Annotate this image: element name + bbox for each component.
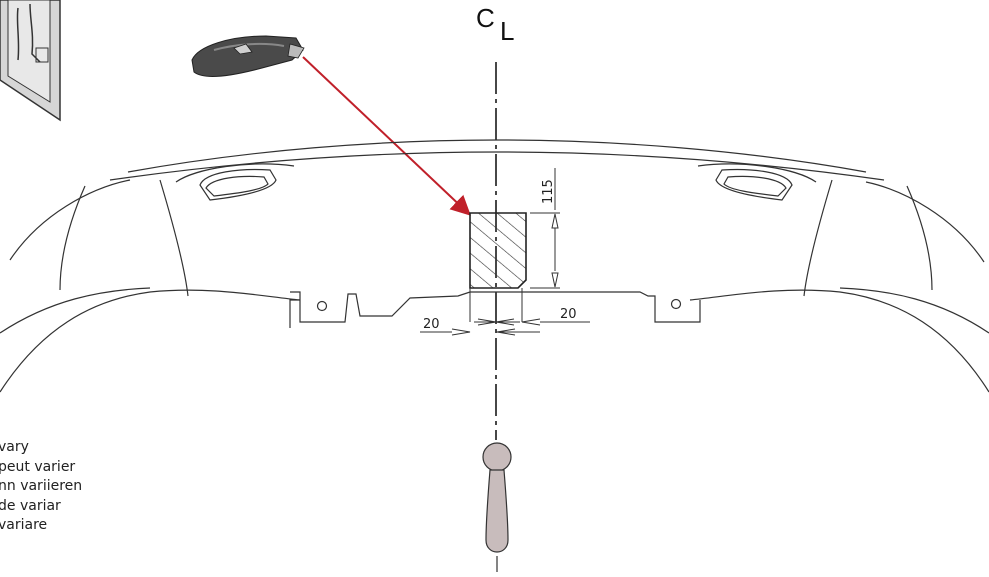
instruction-icon — [0, 0, 61, 122]
centerline-label-c: C — [476, 3, 495, 33]
note-line-en: vary — [0, 439, 29, 455]
note-line-pt: de variar — [0, 497, 61, 514]
offset-dimensions — [420, 318, 590, 336]
height-dimension — [530, 168, 560, 289]
note-line-fr: peut varier — [0, 458, 76, 475]
centerline-label-l: L — [500, 16, 514, 46]
utility-knife-icon — [191, 35, 305, 77]
height-label: 115 — [541, 179, 556, 204]
variation-note: vary peut varier nn variieren de variar … — [0, 438, 82, 536]
drill-handle-icon — [482, 442, 512, 572]
note-line-it: variare — [0, 517, 48, 533]
left-offset-label: 20 — [423, 317, 440, 332]
cut-area — [469, 212, 527, 322]
bumper-outline — [0, 139, 989, 393]
cut-location-arrow — [302, 56, 471, 216]
note-line-de: nn variieren — [0, 478, 83, 494]
right-offset-label: 20 — [560, 307, 577, 322]
